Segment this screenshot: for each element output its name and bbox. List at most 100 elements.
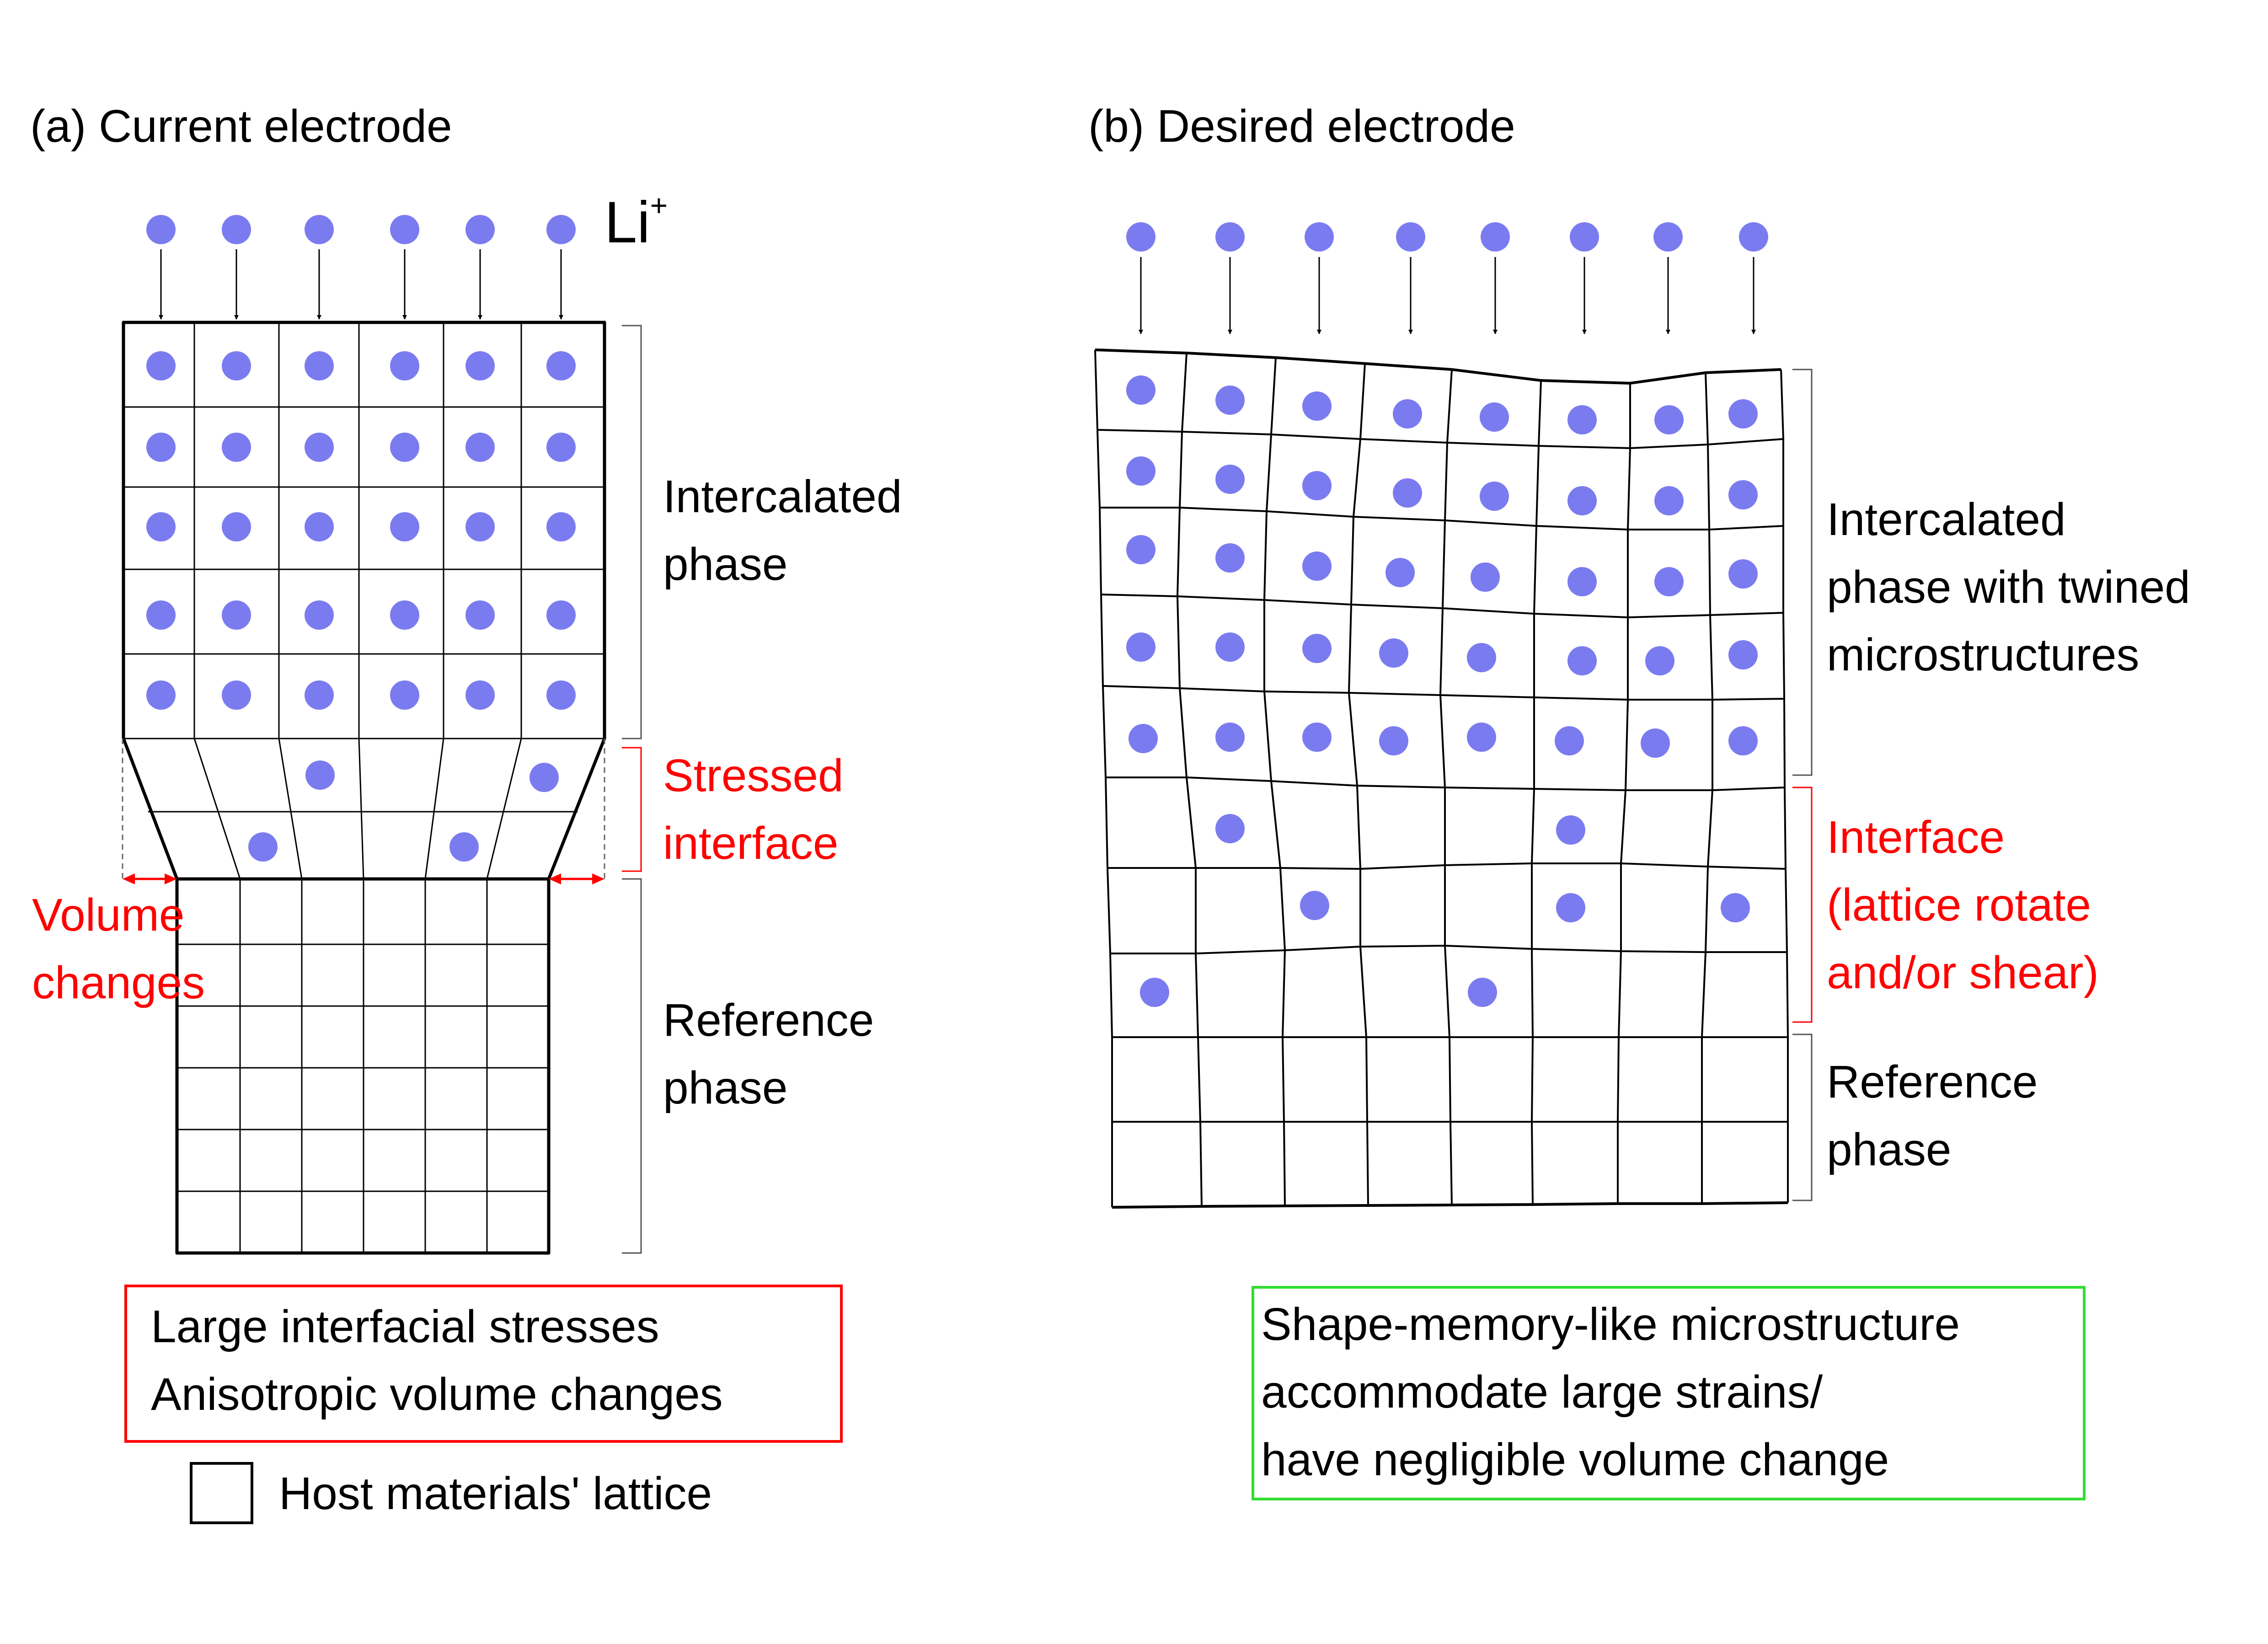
intercalated-li-ion [1302, 391, 1332, 421]
panel-a-incoming-ions [146, 215, 576, 244]
caption-b: Shape-memory-like microstructure accommo… [1261, 1299, 1973, 1485]
intercalated-li-ion [1215, 723, 1245, 752]
panel-a: (a) Current electrode Li+ Intercalated p… [30, 101, 915, 1524]
interface-li-ion [449, 832, 479, 862]
intercalated-li-ion [1654, 405, 1684, 434]
lattice-line [1102, 685, 1785, 701]
lattice-line [1110, 944, 1787, 954]
panel-a-lattice-ions [146, 351, 576, 862]
incoming-li-ion [1396, 222, 1425, 252]
intercalated-li-ion [1567, 646, 1597, 675]
panel-b-lattice-ions [1126, 375, 1758, 1007]
lattice-line [486, 738, 522, 880]
intercalated-li-ion [1215, 465, 1245, 494]
volume-change-indicators [122, 739, 605, 884]
intercalated-li-ion [465, 600, 495, 630]
lattice-line [1100, 507, 1784, 530]
intercalated-li-ion [390, 512, 419, 541]
volume-changes-label: Volume changes [32, 889, 205, 1008]
bracket-interface-b [1792, 787, 1813, 1023]
lattice-line [1348, 363, 1369, 1206]
panel-b-brackets [1792, 369, 1813, 1201]
panel-a-title: (a) Current electrode [30, 101, 452, 152]
intercalated-li-ion [1467, 723, 1496, 752]
intercalated-li-ion [546, 680, 576, 710]
intercalated-li-ion [1379, 638, 1408, 668]
intercalated-li-ion [1645, 646, 1674, 675]
intercalated-li-ion [465, 680, 495, 710]
panel-b: (b) Desired electrode Intercalated phase… [1088, 101, 2190, 1500]
interface-edge-right [547, 737, 606, 881]
intercalated-li-ion [1215, 543, 1245, 573]
incoming-li-ion [1126, 222, 1155, 252]
intercalated-li-ion [1126, 456, 1155, 486]
incoming-li-ion [1305, 222, 1334, 252]
intercalated-li-ion [1215, 386, 1245, 415]
panel-a-ion-arrows [159, 249, 563, 320]
intercalated-li-ion [1471, 562, 1500, 592]
intercalated-li-ion [305, 433, 334, 462]
intercalated-li-ion [146, 433, 176, 462]
lattice-line [1176, 353, 1203, 1207]
intercalated-li-ion [1555, 726, 1584, 755]
intercalated-li-ion [146, 512, 176, 541]
intercalated-li-ion [1379, 726, 1408, 755]
lattice-line [1439, 369, 1453, 1205]
intercalated-li-ion [1302, 552, 1332, 581]
intercalated-li-ion [305, 680, 334, 710]
lattice-line [1095, 348, 1781, 385]
interface-li-ion [1140, 978, 1169, 1007]
intercalated-li-ion [1728, 559, 1758, 589]
intercalated-li-ion [222, 680, 251, 710]
intercalated-li-ion [465, 351, 495, 380]
interface-li-ion [1721, 893, 1750, 922]
intercalated-li-ion [305, 600, 334, 630]
phase-label-reference-a: Reference phase [663, 995, 887, 1114]
interface-edge-left [122, 737, 179, 881]
lattice-line [278, 738, 303, 880]
volume-change-arrow-right [549, 873, 604, 884]
phase-label-reference-b: Reference phase [1827, 1056, 2050, 1175]
panel-b-ion-arrows [1139, 257, 1756, 334]
lattice-line [424, 738, 444, 880]
intercalated-li-ion [222, 351, 251, 380]
intercalated-li-ion [305, 351, 334, 380]
intercalated-li-ion [146, 351, 176, 380]
phase-label-interface-b: Interface (lattice rotate and/or shear) [1827, 812, 2104, 998]
interface-li-ion [530, 763, 559, 792]
intercalated-li-ion [1302, 634, 1332, 663]
lattice-line [1107, 862, 1786, 870]
intercalated-li-ion [146, 680, 176, 710]
incoming-li-ion [222, 215, 251, 244]
bracket-intercalated-a [622, 325, 642, 739]
intercalated-li-ion [390, 600, 419, 630]
interface-li-ion [248, 832, 278, 862]
intercalated-li-ion [1393, 478, 1422, 508]
lattice-line [1097, 429, 1784, 450]
intercalated-li-ion [1126, 632, 1155, 662]
intercalated-li-ion [1728, 640, 1758, 669]
lattice-line [1617, 383, 1631, 1204]
panel-a-lattice [122, 321, 606, 1255]
li-ion-label: Li+ [604, 188, 668, 255]
intercalated-li-ion [546, 512, 576, 541]
bracket-reference-a [622, 878, 642, 1254]
lattice-line [358, 738, 364, 880]
intercalated-li-ion [222, 433, 251, 462]
phase-label-intercalated-a: Intercalated phase [663, 471, 915, 590]
intercalated-li-ion [146, 600, 176, 630]
intercalated-li-ion [1654, 486, 1684, 515]
interface-li-ion [1215, 814, 1245, 843]
intercalated-li-ion [1728, 480, 1758, 509]
intercalated-li-ion [1480, 402, 1509, 432]
bracket-reference-b [1792, 1034, 1813, 1201]
intercalated-li-ion [546, 600, 576, 630]
intercalated-li-ion [1126, 535, 1155, 564]
intercalated-li-ion [390, 433, 419, 462]
bracket-intercalated-b [1792, 369, 1813, 776]
intercalated-li-ion [1215, 632, 1245, 662]
lattice-line [193, 738, 241, 880]
caption-box-b [1252, 1286, 2086, 1500]
intercalated-li-ion [390, 351, 419, 380]
intercalated-li-ion [1302, 471, 1332, 500]
